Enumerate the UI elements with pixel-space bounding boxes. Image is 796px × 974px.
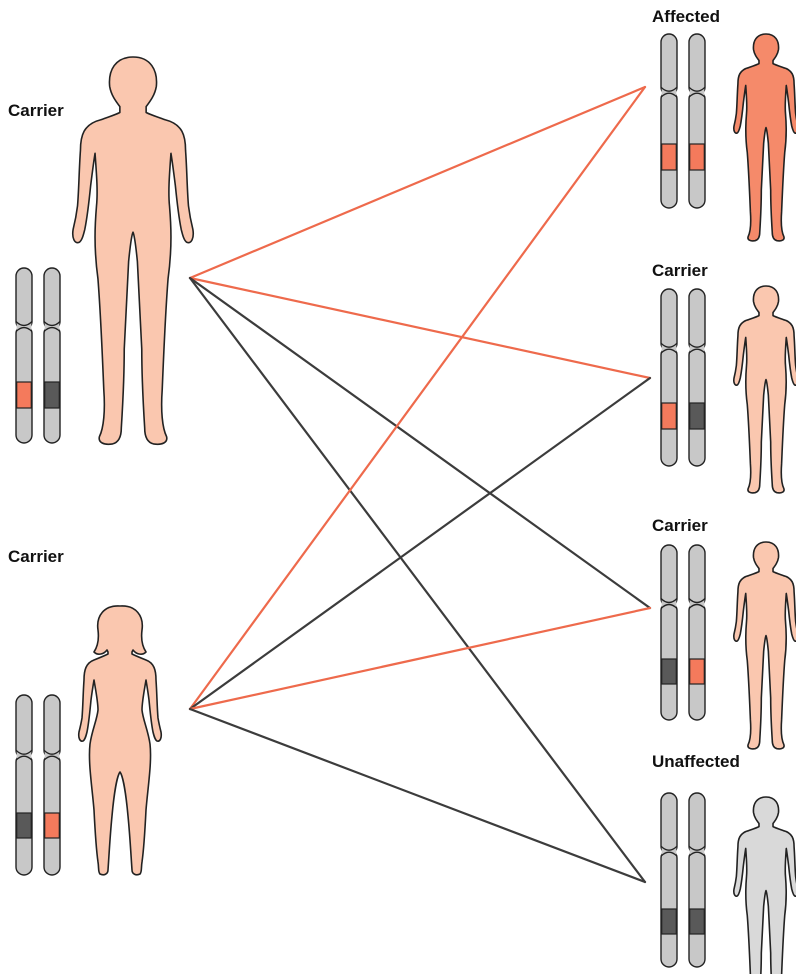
cross-line-recessive [190, 87, 645, 278]
male-figure-icon [73, 57, 193, 444]
chromosome-dominant [16, 695, 32, 875]
parent-label: Carrier [8, 547, 64, 566]
allele-band-recessive [45, 813, 60, 838]
chromosome-recessive [689, 34, 705, 208]
chromosome-recessive [44, 695, 60, 875]
allele-band-dominant [17, 813, 32, 838]
child-figure-icon [734, 286, 796, 493]
figures: CarrierCarrierAffectedCarrierCarrierUnaf… [8, 7, 796, 974]
cross-line-dominant [190, 709, 645, 882]
allele-band-dominant [690, 403, 705, 429]
allele-band-recessive [690, 144, 705, 170]
child-figure-icon [734, 542, 796, 749]
chromosome-recessive [16, 268, 32, 443]
allele-band-recessive [17, 382, 32, 408]
chromosome-dominant [689, 289, 705, 466]
allele-band-dominant [662, 659, 677, 684]
child-figure-icon [734, 34, 796, 241]
offspring-label: Carrier [652, 516, 708, 535]
chromosome-recessive [661, 289, 677, 466]
allele-band-dominant [690, 909, 705, 934]
parent-female: Carrier [8, 547, 161, 875]
parent-male: Carrier [8, 57, 193, 444]
allele-band-recessive [662, 403, 677, 429]
cross-line-recessive [190, 87, 645, 709]
allele-band-recessive [662, 144, 677, 170]
offspring-carrier: Carrier [652, 516, 796, 749]
cross-line-dominant [190, 278, 645, 882]
offspring-label: Affected [652, 7, 720, 26]
chromosome-recessive [661, 34, 677, 208]
offspring-unaffected: Unaffected [652, 752, 796, 974]
parent-label: Carrier [8, 101, 64, 120]
female-figure-icon [79, 606, 162, 875]
allele-band-dominant [45, 382, 60, 408]
inheritance-lines [190, 87, 650, 882]
chromosome-dominant [661, 793, 677, 967]
allele-band-dominant [662, 909, 677, 934]
offspring-label: Unaffected [652, 752, 740, 771]
chromosome-recessive [689, 545, 705, 720]
chromosome-dominant [44, 268, 60, 443]
chromosome-dominant [689, 793, 705, 967]
child-figure-icon [734, 797, 796, 974]
offspring-label: Carrier [652, 261, 708, 280]
offspring-carrier: Carrier [652, 261, 796, 493]
offspring-affected: Affected [652, 7, 796, 241]
allele-band-recessive [690, 659, 705, 684]
chromosome-dominant [661, 545, 677, 720]
